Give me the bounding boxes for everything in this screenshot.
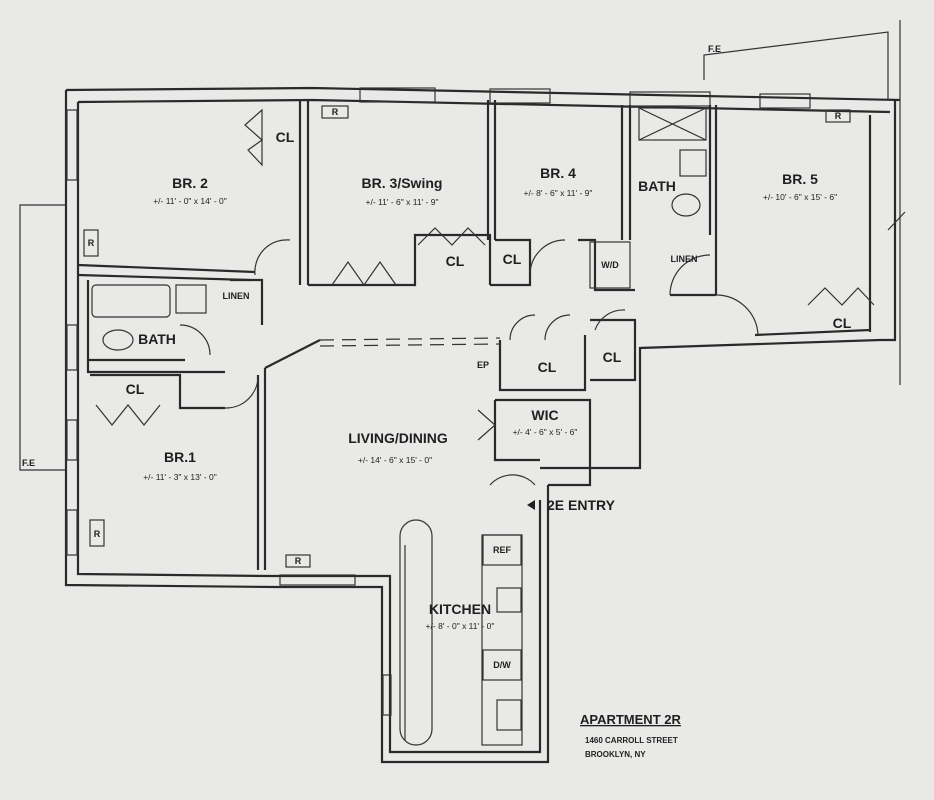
closet-br4-label: CL — [503, 251, 522, 267]
radiator-br3-label: R — [332, 107, 339, 117]
room-wic-dim: +/- 4' - 6" x 5' - 6" — [513, 427, 578, 437]
room-br3-name: BR. 3/Swing — [362, 175, 443, 191]
toilet-left — [102, 329, 134, 351]
shower — [638, 107, 707, 141]
radiator-living-label: R — [295, 556, 302, 566]
apartment-title: APARTMENT 2R — [580, 712, 681, 727]
room-br2-name: BR. 2 — [172, 175, 208, 191]
closet-br1-label: CL — [126, 381, 145, 397]
closet-br2-label: CL — [276, 129, 295, 145]
windows — [66, 87, 811, 716]
room-kitchen-name: KITCHEN — [429, 601, 491, 617]
room-bath-right-name: BATH — [638, 178, 676, 194]
radiator-br3 — [321, 105, 349, 119]
closet-br3-label: CL — [446, 253, 465, 269]
radiator-br5-label: R — [835, 111, 842, 121]
room-bath-left-name: BATH — [138, 331, 176, 347]
fe-label-top: F.E — [708, 44, 721, 54]
washer-dryer — [589, 241, 631, 289]
dishwasher — [482, 649, 522, 681]
room-br5-dim: +/- 10' - 6" x 15' - 6" — [763, 192, 837, 202]
room-living-dim: +/- 14' - 6" x 15' - 0" — [358, 455, 432, 465]
room-living-name: LIVING/DINING — [348, 430, 448, 446]
closet-hall-label: CL — [538, 359, 557, 375]
radiator-living — [285, 554, 311, 568]
room-br5-name: BR. 5 — [782, 171, 818, 187]
address-city: BROOKLYN, NY — [585, 750, 646, 759]
room-br1-name: BR.1 — [164, 449, 196, 465]
linen-right-label: LINEN — [671, 254, 698, 264]
bathtub — [91, 284, 171, 318]
radiator-br1 — [89, 519, 105, 547]
door-swings — [95, 108, 875, 486]
exterior-walls — [64, 86, 901, 764]
fixtures — [91, 107, 707, 731]
address-street: 1460 CARROLL STREET — [585, 736, 678, 745]
interior-walls — [77, 100, 871, 746]
washer-dryer-label: W/D — [601, 260, 619, 270]
sink-kitchen — [496, 587, 522, 613]
room-br2-dim: +/- 11' - 0" x 14' - 0" — [153, 196, 227, 206]
room-br4-dim: +/- 8' - 6" x 11' - 9" — [524, 188, 593, 198]
ep-label: EP — [477, 360, 489, 370]
room-br1-dim: +/- 11' - 3" x 13' - 0" — [143, 472, 217, 482]
sink-left — [175, 284, 207, 314]
radiator-br2-label: R — [88, 238, 95, 248]
closet-small-label: CL — [603, 349, 622, 365]
stove — [496, 699, 522, 731]
toilet-right — [671, 193, 701, 217]
room-kitchen-dim: +/- 8' - 0" x 11' - 0" — [426, 621, 495, 631]
room-br4-name: BR. 4 — [540, 165, 576, 181]
room-wic-name: WIC — [531, 407, 558, 423]
closet-br5-label: CL — [833, 315, 852, 331]
entry-arrow-icon — [527, 500, 535, 510]
radiator-br2 — [83, 229, 99, 257]
dishwasher-label: D/W — [493, 660, 511, 670]
room-br3-dim: +/- 11' - 6" x 11' - 9" — [366, 197, 439, 207]
fe-label-left: F.E — [22, 458, 35, 468]
sink-right — [679, 149, 707, 177]
fridge-label: REF — [493, 545, 512, 555]
fridge — [482, 534, 522, 566]
linen-left-label: LINEN — [223, 291, 250, 301]
fe-outlines — [19, 20, 906, 471]
radiator-br1-label: R — [94, 529, 101, 539]
entry-label: 2E ENTRY — [547, 497, 616, 513]
radiator-br5 — [825, 109, 851, 123]
